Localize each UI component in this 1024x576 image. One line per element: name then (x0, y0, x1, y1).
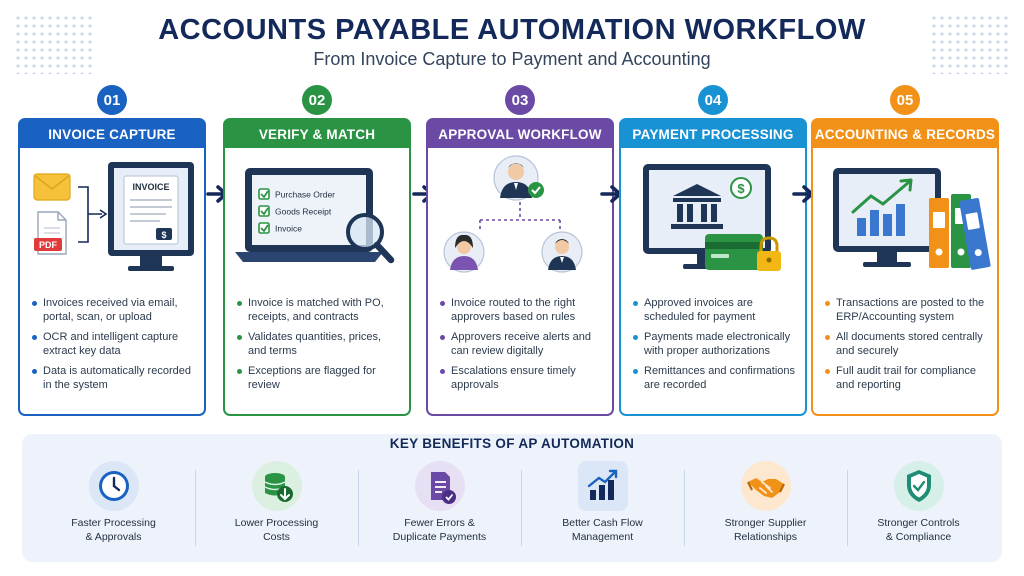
invoice-doc-title: INVOICE (132, 182, 169, 192)
shield-check-icon (893, 461, 944, 511)
pdf-label: PDF (39, 240, 58, 250)
step-bullet: Approved invoices are scheduled for paym… (633, 296, 797, 324)
step-bullet-list: Invoices received via email, portal, sca… (32, 296, 196, 398)
decor-dots-right (930, 14, 1010, 74)
clock-icon (88, 461, 139, 511)
benefit-divider (358, 470, 359, 546)
team-member-icon (443, 231, 485, 273)
svg-text:$: $ (161, 230, 166, 240)
verify-match-illustration: Purchase Order Goods Receipt Invoice (235, 168, 395, 264)
handshake-icon (740, 461, 791, 511)
benefit-label: Faster Processing & Approvals (71, 517, 156, 543)
invoice-capture-illustration: PDF INVOICE $ (33, 162, 194, 271)
accounting-records-illustration (833, 168, 991, 270)
approval-workflow-illustration (443, 155, 583, 273)
step-bullet: Invoices received via email, portal, sca… (32, 296, 196, 324)
approver-avatar-icon (493, 155, 539, 201)
binder-icon (929, 198, 949, 268)
bank-icon (671, 184, 723, 229)
checklist-item: Invoice (275, 224, 302, 234)
step-approval-workflow: 03 APPROVAL WORKFLOW Invoice (426, 85, 614, 416)
step-bullet-list: Approved invoices are scheduled for paym… (633, 296, 797, 398)
step-number-badge: 03 (505, 85, 535, 115)
benefit-cash-flow: Better Cash Flow Management (521, 460, 684, 554)
benefit-label: Fewer Errors & Duplicate Payments (392, 517, 487, 543)
envelope-icon (33, 173, 71, 201)
benefit-divider (847, 470, 848, 546)
step-number-badge: 02 (302, 85, 332, 115)
step-bullet: Full audit trail for compliance and repo… (825, 364, 989, 392)
benefit-divider (195, 470, 196, 546)
step-bullet: Remittances and confirmations are record… (633, 364, 797, 392)
step-bullet: Approvers receive alerts and can review … (440, 330, 604, 358)
benefit-supplier-relationships: Stronger Supplier Relationships (684, 460, 847, 554)
coins-icon (251, 461, 302, 511)
invoice-document: INVOICE $ (123, 175, 179, 245)
step-number-badge: 01 (97, 85, 127, 115)
magnifier-icon (346, 213, 395, 264)
step-verify-match: 02 VERIFY & MATCH Purchase Order Goods R… (223, 85, 411, 416)
step-bullet: Escalations ensure timely approvals (440, 364, 604, 392)
step-number-badge: 04 (698, 85, 728, 115)
step-title: VERIFY & MATCH (225, 120, 409, 148)
benefit-label: Stronger Supplier Relationships (724, 517, 807, 543)
check-icon (528, 182, 544, 198)
checklist-item: Purchase Order (275, 190, 335, 200)
step-accounting-records: 05 ACCOUNTING & RECORDS (811, 85, 999, 416)
dollar-icon: $ (730, 177, 752, 199)
benefit-label: Better Cash Flow Management (562, 517, 643, 543)
step-bullet-list: Invoice is matched with PO, receipts, an… (237, 296, 401, 398)
monitor-icon (833, 168, 941, 267)
step-title: PAYMENT PROCESSING (621, 120, 805, 148)
pdf-file-icon: PDF (34, 211, 67, 255)
step-bullet-list: Invoice routed to the right approvers ba… (440, 296, 604, 398)
step-bullet-list: Transactions are posted to the ERP/Accou… (825, 296, 989, 398)
checklist-icon: Purchase Order Goods Receipt Invoice (258, 188, 335, 234)
payment-processing-illustration: $ (643, 164, 781, 271)
step-bullet: Validates quantities, prices, and terms (237, 330, 401, 358)
document-check-icon (414, 461, 465, 511)
step-bullet: Payments made electronically with proper… (633, 330, 797, 358)
binder-icon (959, 197, 991, 270)
step-invoice-capture: 01 INVOICE CAPTURE PDF INVOICE (18, 85, 206, 416)
team-member-icon (541, 231, 583, 273)
step-bullet: Data is automatically recorded in the sy… (32, 364, 196, 392)
step-bullet: OCR and intelligent capture extract key … (32, 330, 196, 358)
step-number-badge: 05 (890, 85, 920, 115)
step-bullet: Invoice routed to the right approvers ba… (440, 296, 604, 324)
benefit-label: Stronger Controls & Compliance (877, 517, 960, 543)
growth-chart-icon (851, 178, 913, 236)
decor-dots-left (14, 14, 94, 74)
step-payment-processing: 04 PAYMENT PROCESSING $ (619, 85, 807, 416)
step-bullet: All documents stored centrally and secur… (825, 330, 989, 358)
step-bullet: Invoice is matched with PO, receipts, an… (237, 296, 401, 324)
benefits-title: KEY BENEFITS OF AP AUTOMATION (389, 436, 635, 451)
padlock-icon (757, 236, 781, 271)
page-title: ACCOUNTS PAYABLE AUTOMATION WORKFLOW (158, 14, 866, 46)
benefits-panel: KEY BENEFITS OF AP AUTOMATION Faster Pro… (22, 434, 1002, 562)
benefit-divider (684, 470, 685, 546)
step-title: INVOICE CAPTURE (20, 120, 204, 148)
step-title: ACCOUNTING & RECORDS (813, 120, 997, 148)
bar-chart-icon (577, 461, 628, 511)
benefit-controls-compliance: Stronger Controls & Compliance (837, 460, 1000, 554)
benefit-divider (521, 470, 522, 546)
page-subtitle: From Invoice Capture to Payment and Acco… (313, 49, 711, 69)
checklist-item: Goods Receipt (275, 207, 332, 217)
step-bullet: Transactions are posted to the ERP/Accou… (825, 296, 989, 324)
laptop-icon (235, 168, 383, 262)
benefit-label: Lower Processing Costs (234, 517, 319, 543)
step-bullet: Exceptions are flagged for review (237, 364, 401, 392)
credit-card-icon (705, 234, 763, 270)
benefit-faster-processing: Faster Processing & Approvals (32, 460, 195, 554)
benefit-fewer-errors: Fewer Errors & Duplicate Payments (358, 460, 521, 554)
benefit-lower-costs: Lower Processing Costs (195, 460, 358, 554)
currency-symbol: $ (737, 181, 745, 196)
step-title: APPROVAL WORKFLOW (428, 120, 612, 148)
